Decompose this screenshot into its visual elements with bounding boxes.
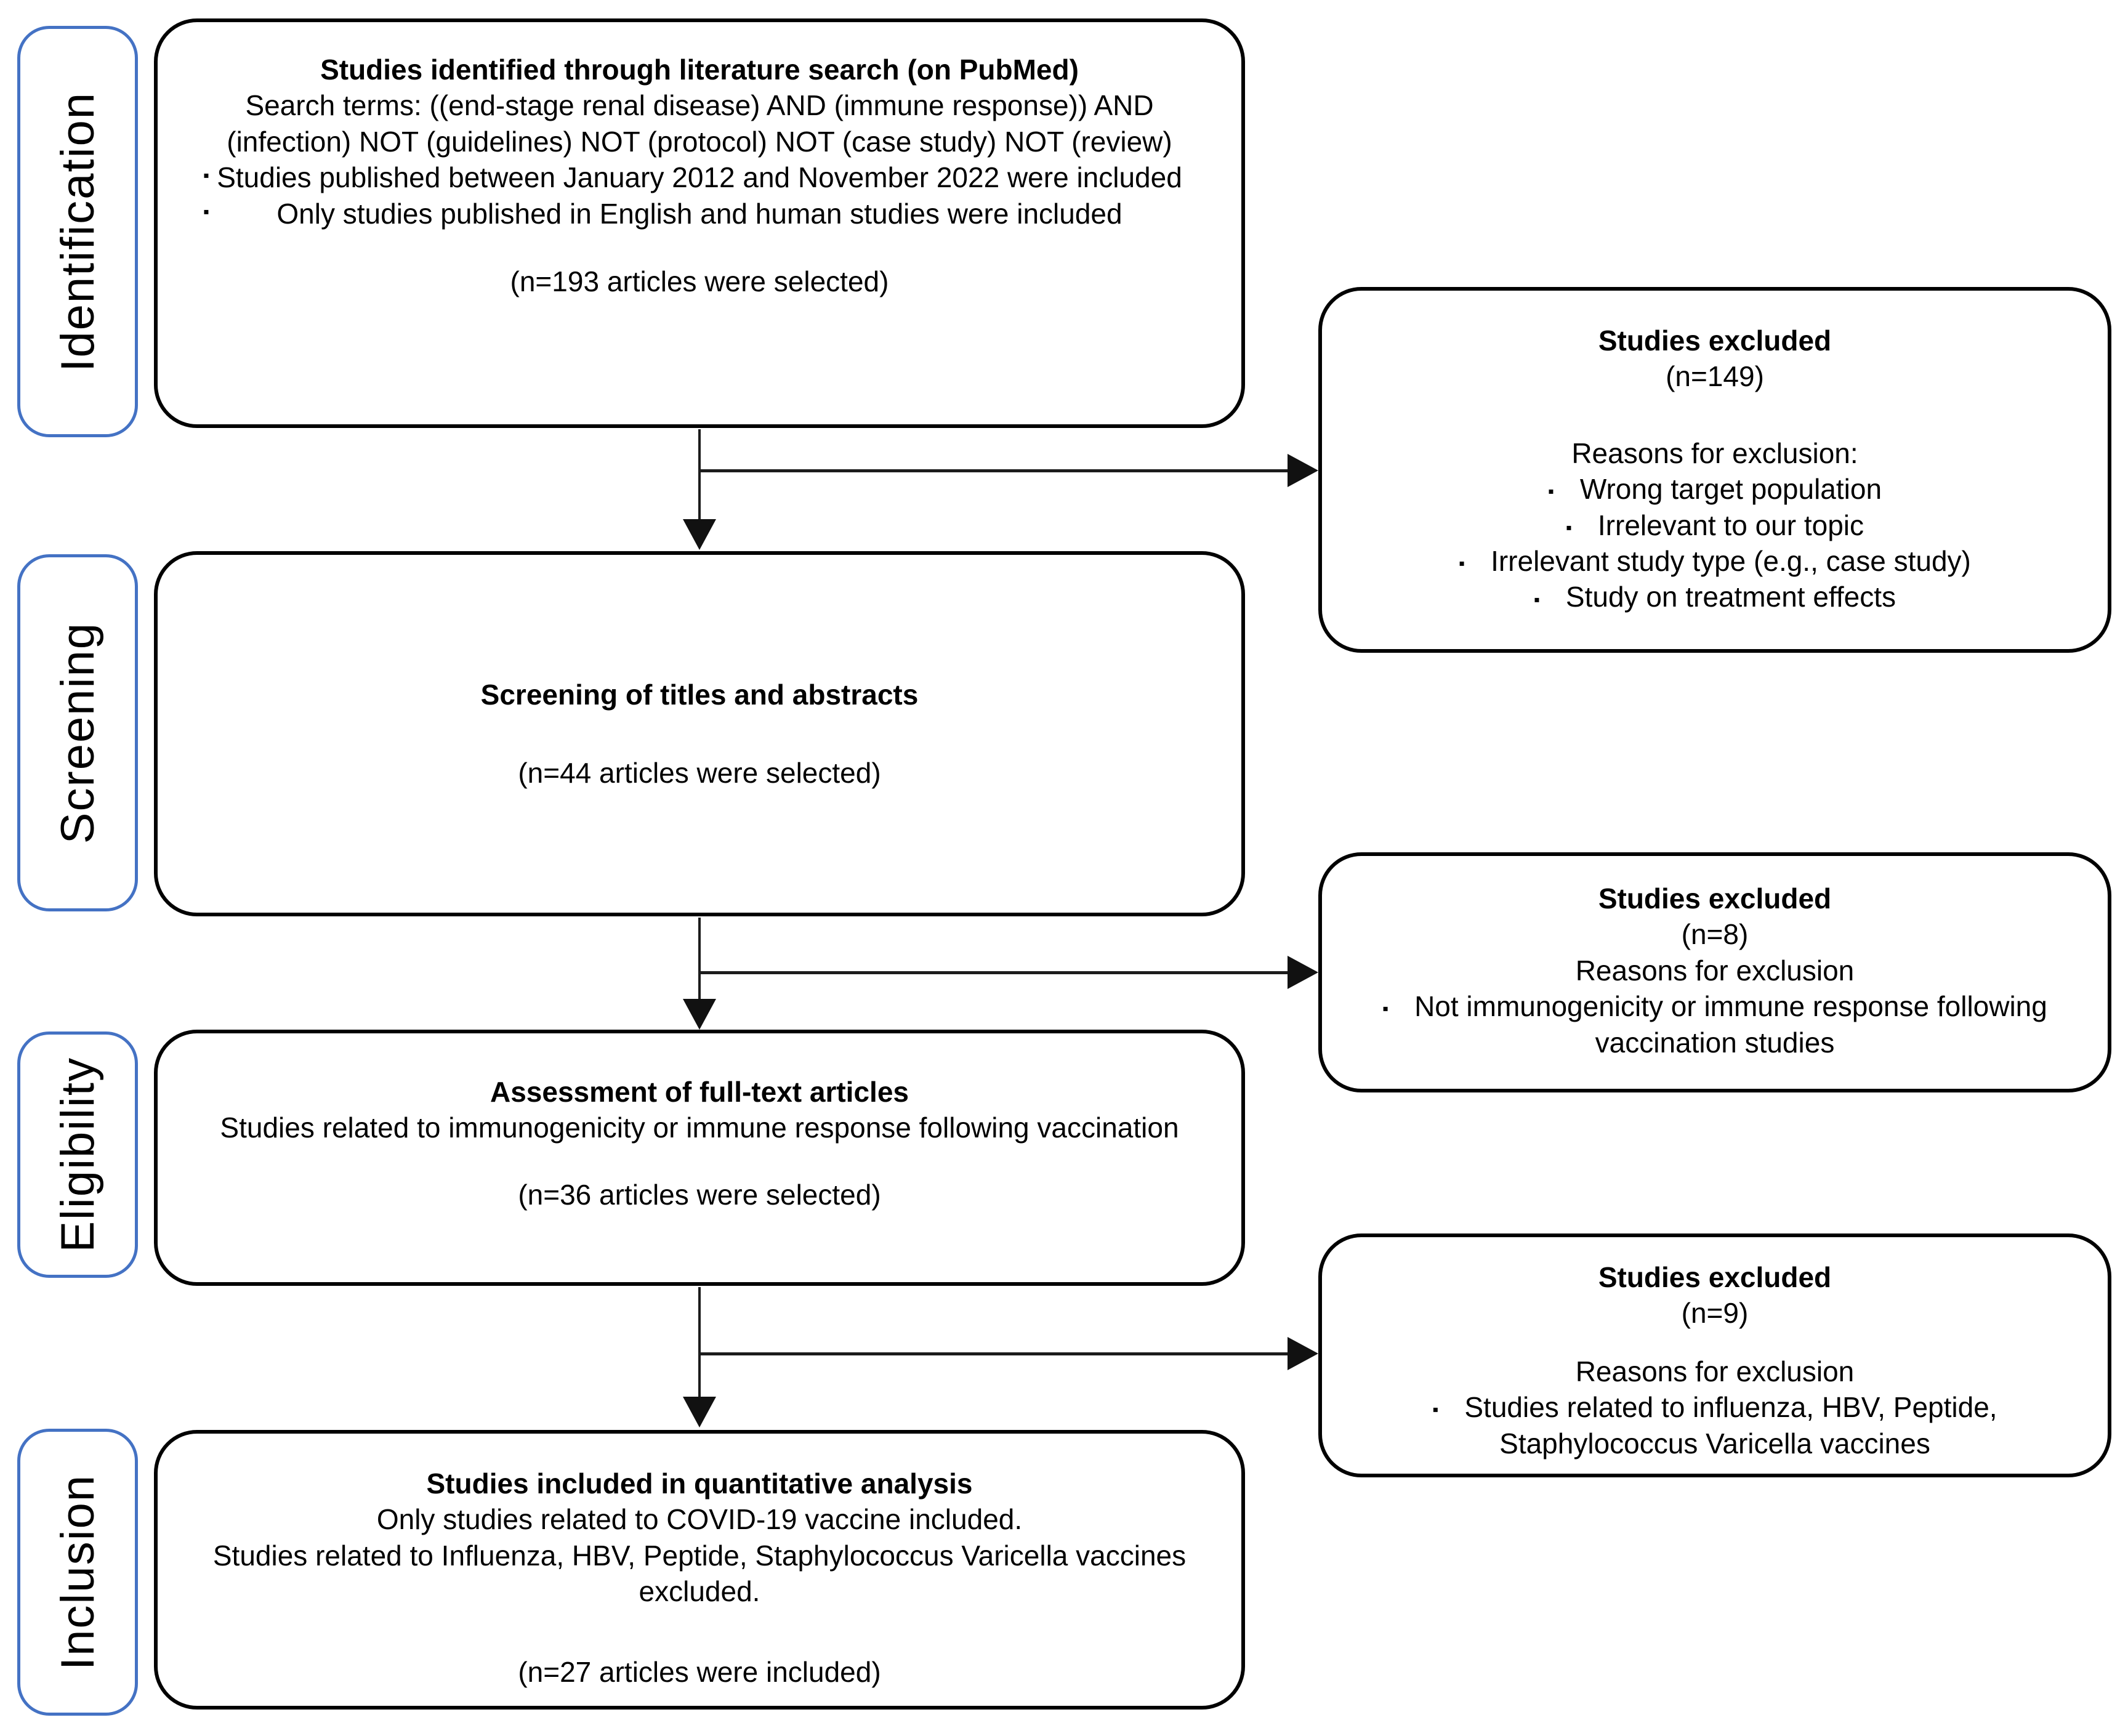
box-title: Studies excluded <box>1598 1261 1832 1293</box>
arrow-right-icon <box>1288 1337 1318 1370</box>
list-item: ▪ Irrelevant study type (e.g., case study… <box>1353 543 2077 579</box>
box-title: Studies excluded <box>1598 325 1832 357</box>
bullet-icon: ▪ <box>1533 589 1540 609</box>
reasons-label: Reasons for exclusion <box>1575 954 1855 987</box>
box-title: Assessment of full-text articles <box>490 1076 909 1108</box>
bullet-icon: ▪ <box>1565 517 1572 537</box>
excluded-box-3: Studies excluded (n=9) Reasons for exclu… <box>1318 1233 2111 1477</box>
bullet-icon: ▪ <box>203 166 209 185</box>
stage-label-identification: Identification <box>17 26 138 437</box>
list-item: ▪ Study on treatment effects <box>1353 579 2077 615</box>
list-item: ▪ Studies published between January 2012… <box>196 159 1203 195</box>
list-item-text: Studies related to influenza, HBV, Pepti… <box>1464 1391 1997 1459</box>
box-body-line: Studies related to immunogenicity or imm… <box>220 1112 1179 1144</box>
arrow-right-icon <box>1288 956 1318 989</box>
list-item: ▪ Studies related to influenza, HBV, Pept… <box>1353 1389 2077 1461</box>
main-box-inclusion: Studies included in quantitative analysi… <box>154 1430 1245 1710</box>
box-note: (n=36 articles were selected) <box>518 1178 881 1211</box>
arrow-right-icon <box>1288 454 1318 487</box>
reasons-label: Reasons for exclusion: <box>1571 437 1858 469</box>
arrow-down-icon <box>683 999 716 1030</box>
arrow-down-icon <box>683 1397 716 1427</box>
stage-label-text: Screening <box>51 621 104 844</box>
list-item-text: Wrong target population <box>1579 473 1882 506</box>
list-item-text: Studies published between January 2012 a… <box>217 161 1182 194</box>
list-item: ▪ Wrong target population <box>1353 471 2077 507</box>
list-item-text: Only studies published in English and hu… <box>276 197 1122 230</box>
list-item-text: Irrelevant to our topic <box>1597 509 1864 541</box>
list-item-text: Not immunogenicity or immune response fo… <box>1414 990 2047 1059</box>
box-count: (n=8) <box>1681 918 1749 951</box>
bullet-icon: ▪ <box>1547 482 1554 501</box>
box-body-line: Search terms: ((end-stage renal disease)… <box>227 89 1172 158</box>
arrow-down-icon <box>683 519 716 550</box>
bullet-icon: ▪ <box>203 201 209 221</box>
list-item: ▪ Irrelevant to our topic <box>1353 507 2077 543</box>
excluded-box-2: Studies excluded (n=8) Reasons for exclu… <box>1318 852 2111 1092</box>
box-title: Studies included in quantitative analysi… <box>426 1468 973 1500</box>
box-title: Screening of titles and abstracts <box>480 679 919 711</box>
stage-label-text: Identification <box>51 91 104 372</box>
list-item: ▪ Only studies published in English and … <box>196 196 1203 232</box>
connector-line <box>698 429 701 520</box>
stage-label-inclusion: Inclusion <box>17 1429 138 1716</box>
main-box-screening: Screening of titles and abstracts (n=44 … <box>154 551 1245 916</box>
list-item-text: Irrelevant study type (e.g., case study) <box>1491 545 1971 578</box>
box-count: (n=9) <box>1681 1297 1749 1330</box>
main-box-identification: Studies identified through literature se… <box>154 18 1245 428</box>
connector-line <box>699 971 1289 974</box>
connector-line <box>698 1287 701 1399</box>
box-body-line: Studies related to Influenza, HBV, Pepti… <box>212 1539 1187 1608</box>
connector-line <box>698 918 701 1001</box>
box-note: (n=27 articles were included) <box>518 1655 881 1688</box>
box-body-line: Only studies related to COVID-19 vaccine… <box>376 1503 1023 1536</box>
bullet-icon: ▪ <box>1459 554 1465 573</box>
connector-line <box>699 469 1289 472</box>
stage-label-eligibility: Eligibility <box>17 1032 138 1278</box>
connector-line <box>699 1352 1289 1355</box>
excluded-box-1: Studies excluded (n=149) Reasons for exc… <box>1318 287 2111 653</box>
box-count: (n=149) <box>1666 360 1764 393</box>
list-item: ▪ Not immunogenicity or immune response f… <box>1353 988 2077 1060</box>
main-box-eligibility: Assessment of full-text articles Studies… <box>154 1030 1245 1286</box>
bullet-icon: ▪ <box>1432 1400 1439 1419</box>
box-note: (n=44 articles were selected) <box>518 756 881 789</box>
stage-label-text: Inclusion <box>51 1474 104 1670</box>
box-title: Studies excluded <box>1598 882 1832 914</box>
reasons-label: Reasons for exclusion <box>1575 1355 1855 1387</box>
list-item-text: Study on treatment effects <box>1565 581 1896 613</box>
bullet-icon: ▪ <box>1382 999 1389 1019</box>
stage-label-screening: Screening <box>17 554 138 911</box>
box-note: (n=193 articles were selected) <box>510 265 889 298</box>
box-title: Studies identified through literature se… <box>320 54 1079 86</box>
stage-label-text: Eligibility <box>51 1057 104 1253</box>
